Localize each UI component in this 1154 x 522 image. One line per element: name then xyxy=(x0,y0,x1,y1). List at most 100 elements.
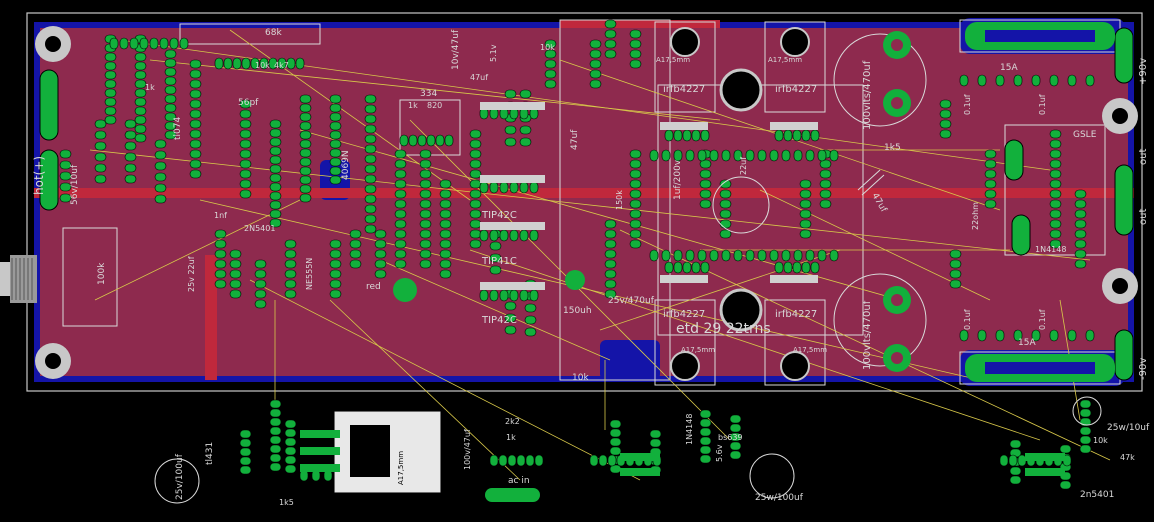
label-cap-56v: 56v/10uf xyxy=(70,164,80,205)
pad xyxy=(801,129,811,142)
label-tip42c-top: TIP42C xyxy=(481,210,517,221)
pad xyxy=(59,149,72,159)
pad xyxy=(254,259,267,269)
pad xyxy=(189,129,202,139)
pad xyxy=(1049,169,1062,179)
pad xyxy=(394,189,407,199)
pad xyxy=(439,269,452,279)
label-ps-25v10uf: 25w/10uf xyxy=(1107,423,1150,433)
pad xyxy=(419,239,432,249)
pad xyxy=(124,119,137,129)
pad xyxy=(984,159,997,169)
pad xyxy=(699,454,712,464)
pad xyxy=(525,454,535,467)
pad xyxy=(364,174,377,184)
pad xyxy=(793,149,803,162)
pad xyxy=(439,239,452,249)
pad xyxy=(469,219,482,229)
pad xyxy=(154,172,167,182)
pad xyxy=(134,70,147,80)
pad xyxy=(94,119,107,129)
pad xyxy=(544,59,557,69)
pad xyxy=(104,106,117,116)
pad xyxy=(817,249,827,262)
pad xyxy=(604,39,617,49)
pad xyxy=(164,112,177,122)
pad xyxy=(189,139,202,149)
pad xyxy=(629,59,642,69)
pad xyxy=(661,249,671,262)
pad xyxy=(239,447,252,457)
label-47uf-b: 47uf xyxy=(570,129,580,150)
pad xyxy=(984,169,997,179)
pad xyxy=(374,269,387,279)
pad xyxy=(164,130,177,140)
transformer-core xyxy=(712,169,885,234)
pad xyxy=(499,289,509,302)
pad xyxy=(745,249,755,262)
pad xyxy=(159,37,169,50)
pad xyxy=(629,229,642,239)
pad xyxy=(819,169,832,179)
pad xyxy=(129,37,139,50)
board-copper-pour xyxy=(34,22,1134,382)
pad xyxy=(1049,229,1062,239)
pad xyxy=(329,148,342,158)
label-1uf-200v: 1uf/200v xyxy=(673,159,683,200)
pad xyxy=(189,169,202,179)
label-irfb4227-2: irfb4227 xyxy=(775,84,817,95)
pad xyxy=(504,89,517,99)
pad xyxy=(104,52,117,62)
pad xyxy=(1017,454,1027,467)
pad xyxy=(250,57,260,70)
pad xyxy=(1049,129,1062,139)
terminal-blocks xyxy=(39,27,1134,381)
pad xyxy=(805,249,815,262)
pad xyxy=(239,189,252,199)
pad xyxy=(189,69,202,79)
pad xyxy=(609,428,622,438)
label-tip42c-bot: TIP42C xyxy=(481,315,517,326)
pad xyxy=(649,438,662,448)
pad xyxy=(949,259,962,269)
label-150k: 150k xyxy=(615,190,624,210)
pad xyxy=(685,149,695,162)
label-rail-pos: +90v xyxy=(1138,58,1149,85)
pad xyxy=(995,74,1005,87)
pad xyxy=(1049,329,1059,342)
label-ps-25v100uf-a: 25v/100uf xyxy=(175,453,185,500)
pad xyxy=(239,149,252,159)
pad xyxy=(719,219,732,229)
label-150uh: 150uh xyxy=(563,306,592,316)
pad xyxy=(269,218,282,228)
pad xyxy=(299,148,312,158)
pad xyxy=(977,329,987,342)
label-1k5-top: 1k5 xyxy=(884,143,901,153)
label-100k: 100k xyxy=(97,262,107,285)
pad xyxy=(489,265,502,275)
pad xyxy=(374,239,387,249)
pad xyxy=(109,37,119,50)
label-irf640: irf 640 xyxy=(366,445,376,475)
pad xyxy=(417,134,427,147)
pad xyxy=(685,249,695,262)
pad xyxy=(439,219,452,229)
pad xyxy=(124,174,137,184)
pad xyxy=(299,94,312,104)
pad xyxy=(524,327,537,337)
pad xyxy=(284,464,297,474)
pad xyxy=(999,454,1009,467)
pad xyxy=(699,199,712,209)
pad xyxy=(284,279,297,289)
pad xyxy=(229,249,242,259)
board-outline xyxy=(26,12,1143,392)
pad xyxy=(329,103,342,113)
pad xyxy=(544,39,557,49)
label-25v470uf: 25v/470uf xyxy=(608,296,655,306)
pad xyxy=(394,159,407,169)
tip-transistors xyxy=(480,102,818,290)
pad xyxy=(799,199,812,209)
pad xyxy=(394,199,407,209)
label-10v47uf: 10v/47uf xyxy=(451,29,461,70)
